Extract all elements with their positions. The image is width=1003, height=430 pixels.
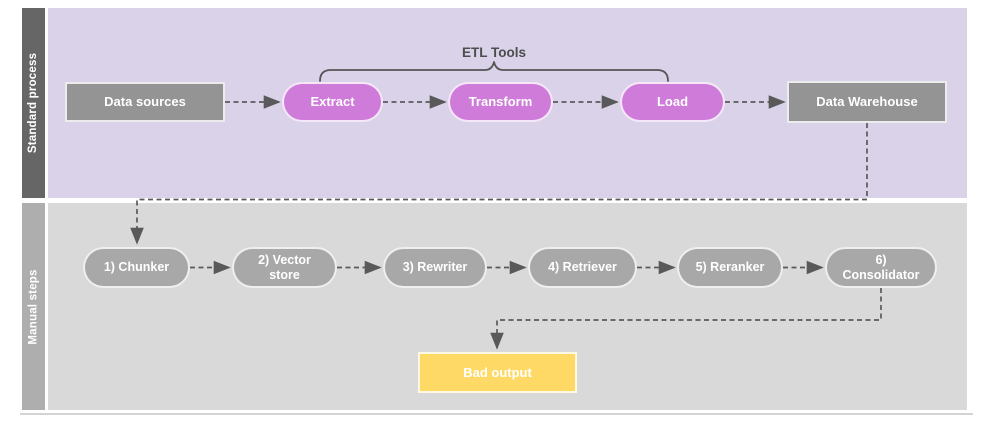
node-chunker-label: 1) Chunker: [103, 260, 170, 275]
node-vector-store: 2) Vector store: [232, 247, 337, 288]
node-load: Load: [620, 82, 725, 122]
node-transform-label: Transform: [468, 94, 533, 110]
node-vector-store-label: 2) Vector store: [258, 252, 311, 282]
node-reranker: 5) Reranker: [677, 247, 783, 288]
lane-header-standard-process: Standard process: [22, 8, 45, 198]
node-rewriter-label: 3) Rewriter: [402, 260, 468, 275]
node-data-warehouse: Data Warehouse: [787, 81, 947, 123]
node-extract: Extract: [282, 82, 383, 122]
lane-label-standard-process: Standard process: [27, 52, 40, 154]
node-data-sources-label: Data sources: [104, 94, 186, 110]
node-rewriter: 3) Rewriter: [383, 247, 487, 288]
node-data-warehouse-label: Data Warehouse: [816, 94, 918, 110]
lane-header-manual-steps: Manual steps: [22, 203, 45, 410]
node-load-label: Load: [656, 94, 689, 110]
node-reranker-label: 5) Reranker: [695, 260, 765, 275]
node-bad-output-label: Bad output: [463, 364, 532, 380]
node-extract-label: Extract: [310, 94, 355, 110]
node-data-sources: Data sources: [65, 82, 225, 122]
node-consolidator-label: 6) Consolidator: [842, 252, 920, 282]
node-consolidator: 6) Consolidator: [825, 247, 937, 288]
node-transform: Transform: [448, 82, 553, 122]
node-chunker: 1) Chunker: [83, 247, 190, 288]
lane-label-manual-steps: Manual steps: [27, 268, 40, 345]
etl-tools-label: ETL Tools: [462, 45, 526, 60]
node-bad-output: Bad output: [418, 352, 577, 393]
bottom-divider: [20, 413, 973, 415]
node-retriever: 4) Retriever: [528, 247, 637, 288]
node-retriever-label: 4) Retriever: [548, 260, 617, 275]
